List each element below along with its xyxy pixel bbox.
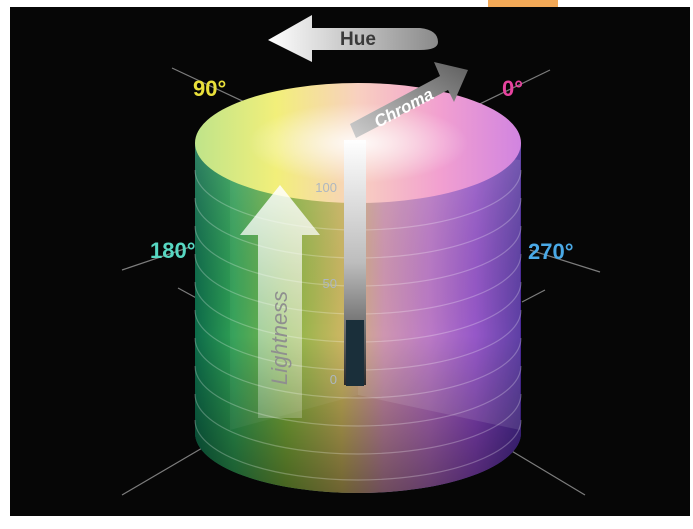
angle-270-label: 270° — [528, 239, 574, 264]
tick-100-label: 100 — [315, 180, 337, 195]
cropped-heading-fragment — [488, 0, 558, 7]
angle-180-label: 180° — [150, 238, 196, 263]
dark-axis-base — [346, 320, 364, 386]
cutaway-wedge — [358, 140, 520, 430]
lightness-label: Lightness — [267, 291, 292, 385]
angle-90-label: 90° — [193, 76, 226, 101]
lightness-arrow-shape — [240, 185, 320, 418]
axis-270-line — [529, 249, 601, 273]
lightness-arrow: Lightness — [240, 185, 320, 418]
axis-180-line — [121, 246, 191, 271]
tick-0-label: 0 — [330, 372, 337, 387]
hue-arrow-shape — [268, 15, 438, 62]
chroma-arrow-shape — [350, 62, 468, 138]
neutral-axis — [344, 140, 366, 386]
hue-label: Hue — [340, 29, 376, 50]
tick-50-label: 50 — [323, 276, 337, 291]
angle-0-label: 0° — [502, 76, 523, 101]
axis-270-tick — [521, 289, 546, 303]
hue-arrow: Hue — [268, 15, 438, 62]
